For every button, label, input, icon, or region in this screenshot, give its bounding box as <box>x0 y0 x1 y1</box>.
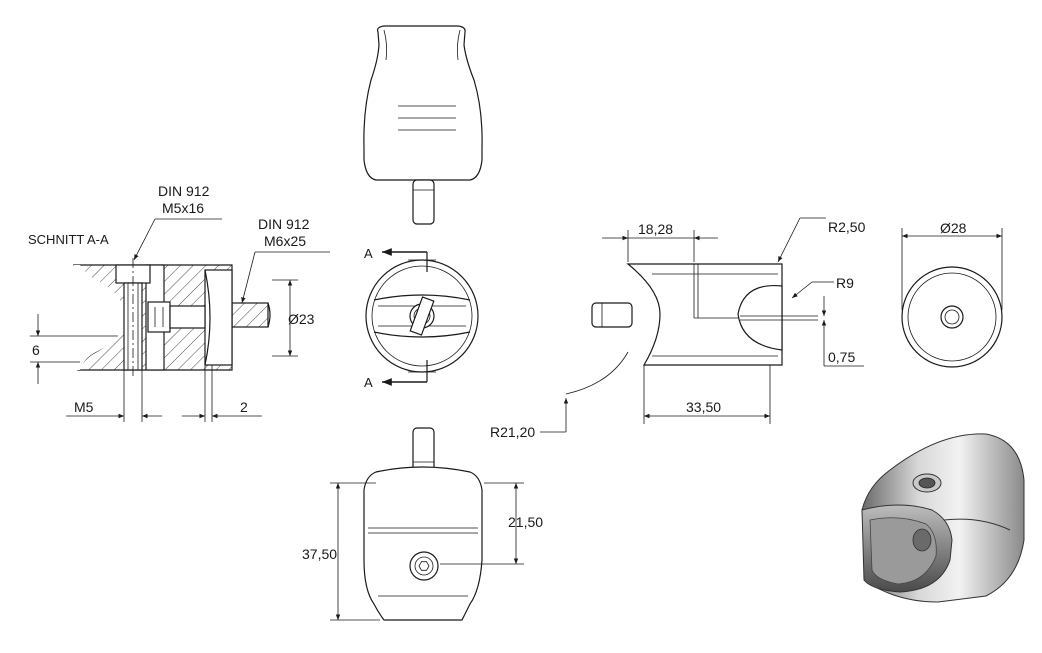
end-view: Ø28 <box>901 220 1003 368</box>
side-gap-value: 0,75 <box>828 349 855 365</box>
section-a-a-view: SCHNITT A-A DIN 912 M5x16 DIN 912 M6x25 <box>28 183 330 422</box>
side-view: 18,28 R2,50 R9 0,75 33,50 R21,20 <box>490 217 866 440</box>
section-diameter-value: 23 <box>299 311 315 327</box>
isometric-view <box>861 433 1025 603</box>
section-height-value: 6 <box>32 342 40 358</box>
side-length-value: 33,50 <box>686 399 721 415</box>
screw2-size-label: M6x25 <box>264 233 306 249</box>
screw2-std-label: DIN 912 <box>258 216 310 232</box>
end-diameter-value: 28 <box>951 220 967 236</box>
section-title: SCHNITT A-A <box>28 232 109 247</box>
side-width-top-value: 18,28 <box>638 221 673 237</box>
bottom-height-value: 37,50 <box>302 546 337 562</box>
screw1-std-label: DIN 912 <box>158 183 210 199</box>
svg-text:Ø28: Ø28 <box>940 220 967 236</box>
diameter-symbol: Ø <box>288 311 299 327</box>
side-radius-small-value: R2,50 <box>828 219 866 235</box>
section-thread-value: M5 <box>74 399 94 415</box>
screw1-size-label: M5x16 <box>162 200 204 216</box>
top-view <box>363 25 483 225</box>
cut-label-top: A <box>364 246 373 261</box>
svg-text:Ø23: Ø23 <box>288 311 315 327</box>
cut-label-bottom: A <box>364 375 373 390</box>
bottom-view: 37,50 21,50 <box>302 427 543 621</box>
side-radius-large-value: R21,20 <box>490 424 535 440</box>
side-radius-cradle-value: R9 <box>836 275 854 291</box>
front-view: A A <box>364 246 479 390</box>
section-gap-value: 2 <box>240 399 248 415</box>
end-diameter-symbol: Ø <box>940 220 951 236</box>
bottom-offset-value: 21,50 <box>508 514 543 530</box>
